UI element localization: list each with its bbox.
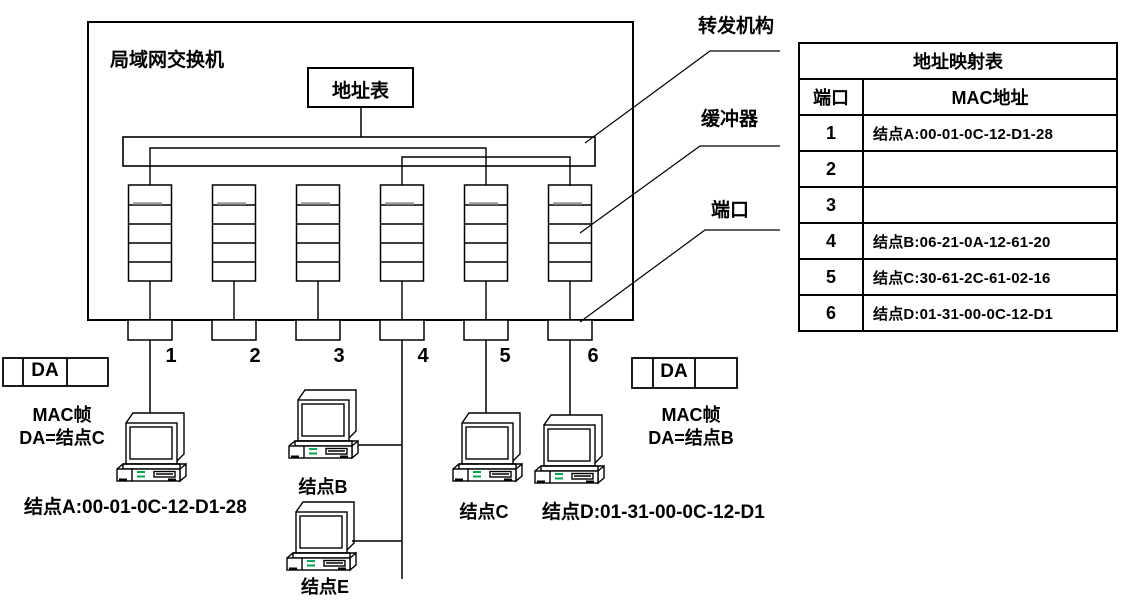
port-connector-6 — [547, 319, 593, 341]
node-c-label: 结点C — [459, 502, 509, 522]
port-connector-2 — [211, 319, 257, 341]
col-header-port: 端口 — [798, 78, 864, 116]
leader-forwarding — [584, 50, 780, 144]
node-a-label: 结点A:00-01-0C-12-D1-28 — [24, 497, 247, 518]
buffer-1 — [127, 184, 173, 282]
annotation-port: 端口 — [711, 200, 750, 221]
buffer-4 — [379, 184, 425, 282]
leader-port — [579, 229, 780, 323]
port-number-1: 1 — [165, 345, 177, 367]
cell-port: 5 — [798, 258, 864, 296]
cell-mac: 结点C:30-61-2C-61-02-16 — [862, 258, 1118, 296]
cell-mac: 结点A:00-01-0C-12-D1-28 — [862, 114, 1118, 152]
mac-frame-box-left — [2, 357, 109, 387]
port-connector-5 — [463, 319, 509, 341]
port-number-2: 2 — [249, 345, 261, 367]
mac-frame-left-caption-2: DA=结点C — [19, 428, 105, 448]
port-cables — [149, 340, 571, 579]
computer-icon-node-d — [534, 414, 605, 485]
cell-mac: 结点D:01-31-00-0C-12-D1 — [862, 294, 1118, 332]
address-table-label: 地址表 — [331, 81, 389, 102]
port-number-3: 3 — [333, 345, 345, 367]
computer-icon-node-a — [116, 412, 187, 483]
node-e-label: 结点E — [300, 577, 349, 597]
computer-icon-node-e — [286, 501, 357, 572]
leader-buffer — [579, 145, 780, 234]
computer-icon-node-b — [288, 389, 359, 460]
cell-mac — [862, 150, 1118, 188]
leader-lines — [579, 50, 780, 323]
cell-port: 4 — [798, 222, 864, 260]
annotation-buffer: 缓冲器 — [701, 109, 759, 130]
computer-icon-node-c — [452, 412, 523, 483]
forwarding-fabric — [122, 136, 596, 186]
cell-mac: 结点B:06-21-0A-12-61-20 — [862, 222, 1118, 260]
mac-frame-box-right — [631, 357, 738, 389]
buffer-5 — [463, 184, 509, 282]
mac-frame-right-da: DA — [660, 361, 688, 382]
table-row: 2 — [798, 150, 1118, 188]
annotation-forwarding: 转发机构 — [698, 16, 775, 37]
buffer-3 — [295, 184, 341, 282]
mac-frame-left-da: DA — [31, 360, 59, 381]
port-connector-3 — [295, 319, 341, 341]
switch-title: 局域网交换机 — [110, 50, 225, 71]
buffers — [127, 184, 593, 282]
table-row: 4 结点B:06-21-0A-12-61-20 — [798, 222, 1118, 260]
port-number-6: 6 — [587, 345, 599, 367]
port-connectors — [127, 319, 593, 341]
port-number-5: 5 — [499, 345, 511, 367]
table-row: 5 结点C:30-61-2C-61-02-16 — [798, 258, 1118, 296]
buffer-port-links — [149, 281, 571, 320]
address-mapping-table: 地址映射表 端口 MAC地址 1 结点A:00-01-0C-12-D1-28 2… — [798, 42, 1118, 332]
table-row: 3 — [798, 186, 1118, 224]
mac-frame-right-caption-1: MAC帧 — [661, 405, 721, 425]
cell-port: 2 — [798, 150, 864, 188]
node-b-label: 结点B — [298, 477, 348, 497]
col-header-mac: MAC地址 — [862, 78, 1118, 116]
port-connector-4 — [379, 319, 425, 341]
table-title: 地址映射表 — [798, 42, 1118, 80]
mac-frame-right-caption-2: DA=结点B — [648, 428, 734, 448]
port-number-4: 4 — [417, 345, 429, 367]
buffer-2 — [211, 184, 257, 282]
switch-box — [87, 21, 634, 321]
mac-frame-left-caption-1: MAC帧 — [32, 405, 92, 425]
port-connector-1 — [127, 319, 173, 341]
cell-mac — [862, 186, 1118, 224]
node-d-label: 结点D:01-31-00-0C-12-D1 — [542, 502, 765, 523]
cell-port: 3 — [798, 186, 864, 224]
table-title-row: 地址映射表 — [798, 42, 1118, 80]
buffer-6 — [547, 184, 593, 282]
cell-port: 1 — [798, 114, 864, 152]
table-header-row: 端口 MAC地址 — [798, 78, 1118, 116]
table-row: 1 结点A:00-01-0C-12-D1-28 — [798, 114, 1118, 152]
cell-port: 6 — [798, 294, 864, 332]
table-row: 6 结点D:01-31-00-0C-12-D1 — [798, 294, 1118, 332]
